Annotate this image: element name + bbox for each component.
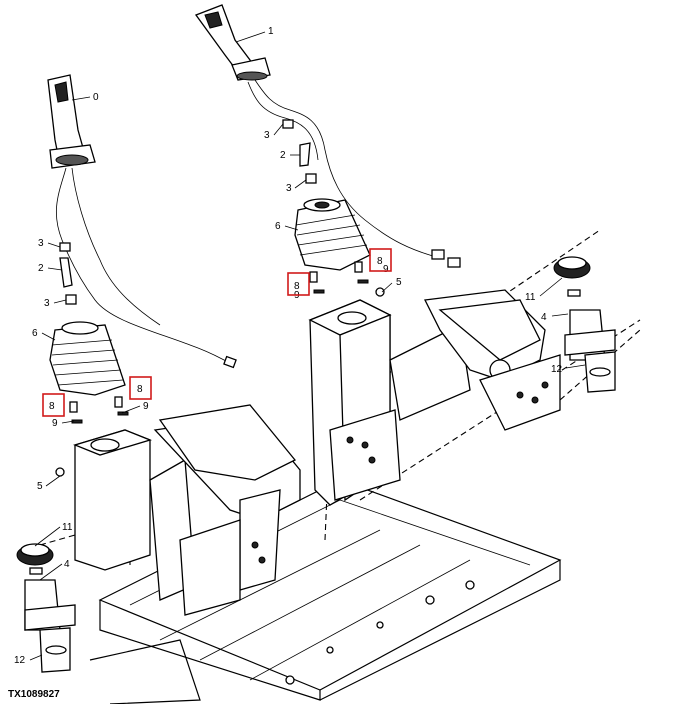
callout-8-right-a: 8 — [294, 281, 300, 292]
callout-6-right: 6 — [275, 221, 281, 232]
callout-9-left-b: 9 — [143, 401, 149, 412]
highlight-box-8-right-a — [287, 272, 310, 296]
callout-2-right: 2 — [280, 150, 286, 161]
figure-reference-id: TX1089827 — [8, 689, 60, 700]
callout-3-right-upper: 3 — [264, 130, 270, 141]
leader-lines — [29, 31, 586, 661]
callout-4-left: 4 — [64, 559, 70, 570]
callout-2-left: 2 — [38, 263, 44, 274]
callout-8-left-a: 8 — [49, 401, 55, 412]
right-joystick-handle — [194, 4, 271, 81]
callout-8-left-b: 8 — [137, 384, 143, 395]
left-joystick-handle — [47, 74, 96, 169]
callout-12-right: 12 — [551, 364, 563, 375]
callout-3-left-lower: 3 — [44, 298, 50, 309]
right-joystick-harness — [247, 79, 461, 268]
callout-6-left: 6 — [32, 328, 38, 339]
callout-11-left: 11 — [62, 522, 73, 533]
left-joystick-boot — [49, 321, 126, 396]
right-control-console — [308, 289, 561, 506]
callout-8-right-b: 8 — [377, 256, 383, 267]
callout-1: 1 — [268, 26, 274, 37]
highlighted-callouts: 8 8 8 8 — [42, 248, 392, 417]
seat-frame-platform — [89, 479, 562, 704]
left-control-console — [73, 404, 301, 616]
callout-11-right: 11 — [525, 292, 536, 303]
left-pilot-valve — [16, 543, 76, 673]
callout-9-left-a: 9 — [52, 418, 58, 429]
left-boot-parts — [59, 242, 77, 305]
callout-3-left-upper: 3 — [38, 238, 44, 249]
callout-3-right-lower: 3 — [286, 183, 292, 194]
right-pilot-valve — [553, 256, 616, 393]
callout-labels: 0 1 3 2 3 6 3 2 3 6 9 9 5 9 9 5 11 4 12 … — [14, 26, 563, 666]
left-joystick-harness — [55, 167, 237, 369]
callout-5-right: 5 — [396, 277, 402, 288]
callout-12-left: 12 — [14, 655, 26, 666]
callout-4-right: 4 — [541, 312, 547, 323]
highlight-box-8-left-a — [42, 393, 65, 417]
highlight-box-8-right-b — [369, 248, 392, 272]
highlight-box-8-left-b — [129, 376, 152, 400]
right-boot-parts — [282, 119, 317, 184]
right-boot-fasteners — [309, 261, 385, 297]
callout-5-left: 5 — [37, 481, 43, 492]
right-joystick-boot — [294, 198, 371, 271]
callout-0: 0 — [93, 92, 99, 103]
callout-9-right-b: 9 — [383, 264, 389, 275]
